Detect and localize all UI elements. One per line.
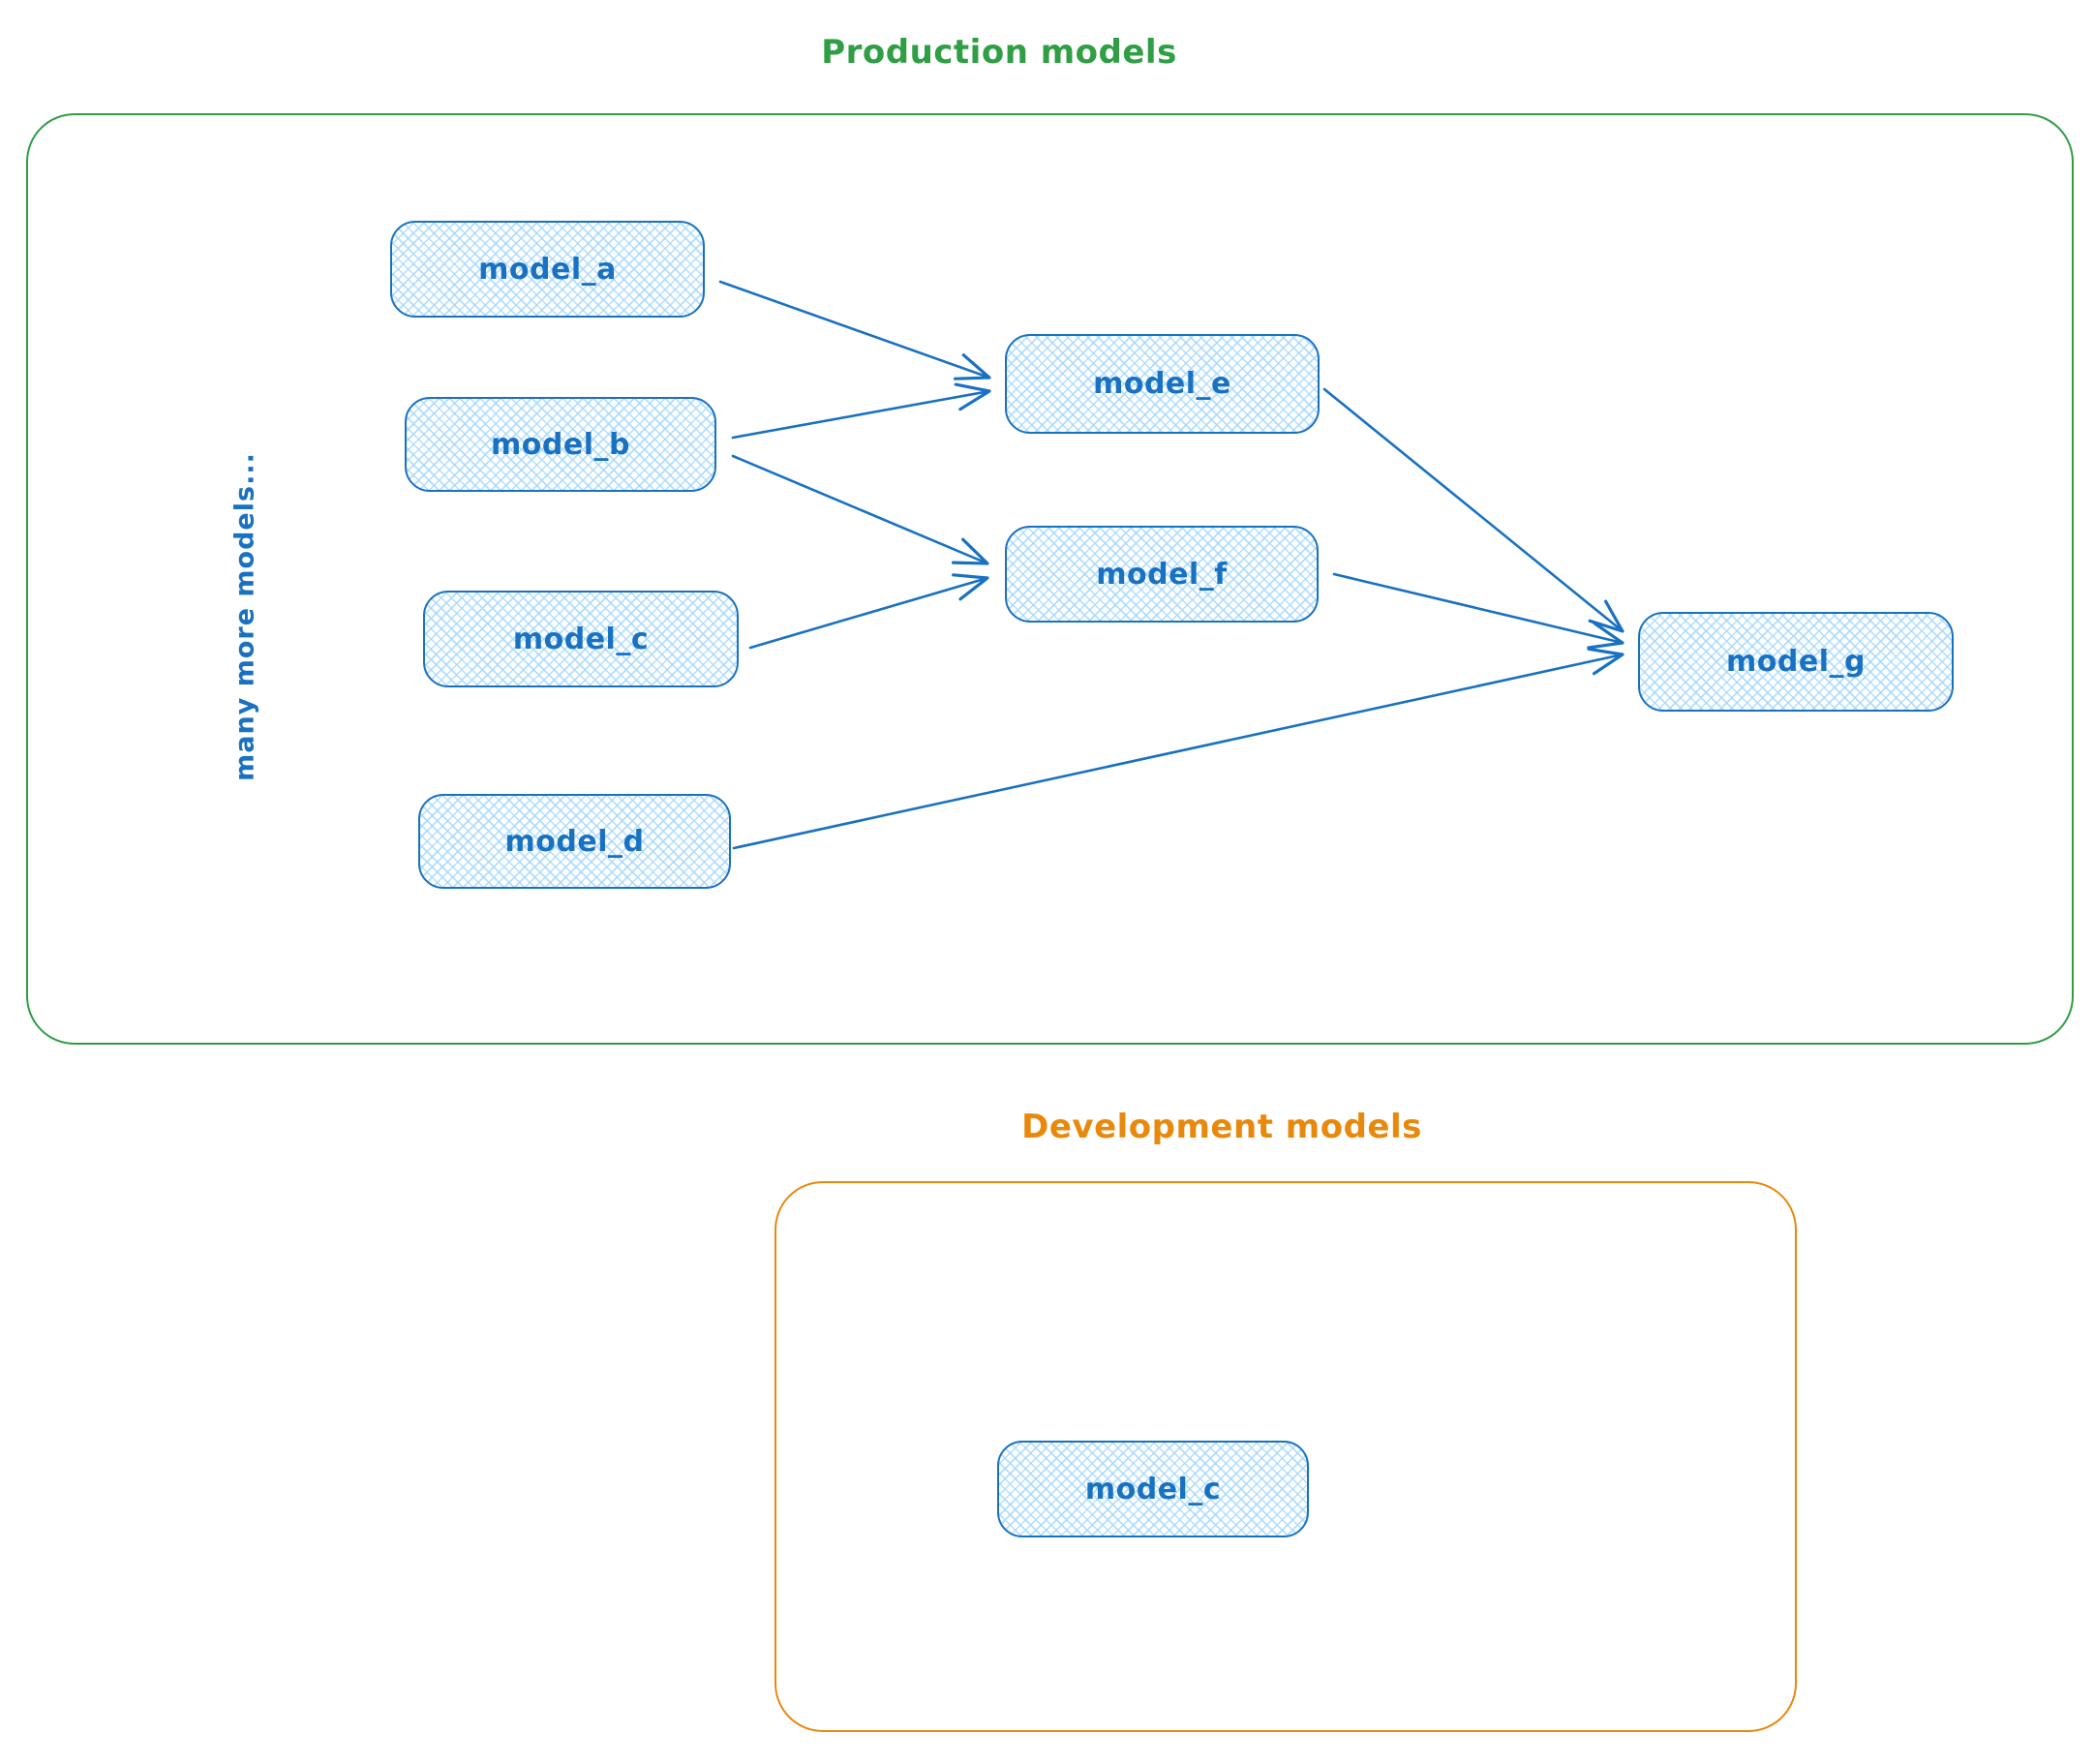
node-model-a-label: model_a: [478, 252, 617, 287]
node-model-b: model_b: [405, 397, 716, 492]
development-group-frame: [774, 1181, 1797, 1732]
node-model-d-label: model_d: [504, 824, 645, 859]
node-model-b-label: model_b: [491, 427, 630, 462]
node-model-d: model_d: [418, 794, 731, 889]
node-model-c-development-label: model_c: [1084, 1472, 1222, 1506]
production-group-title: Production models: [821, 33, 1177, 72]
node-model-a: model_a: [390, 221, 705, 318]
development-group-title: Development models: [1021, 1108, 1422, 1146]
node-model-c-development: model_c: [997, 1441, 1309, 1537]
node-model-f-label: model_f: [1096, 557, 1228, 592]
node-model-g: model_g: [1638, 612, 1954, 712]
node-model-c-label: model_c: [512, 622, 650, 656]
many-more-models-label: many more models...: [229, 452, 260, 781]
node-model-c: model_c: [423, 591, 739, 687]
node-model-e-label: model_e: [1093, 367, 1231, 401]
node-model-f: model_f: [1005, 526, 1319, 623]
node-model-g-label: model_g: [1726, 645, 1866, 679]
production-group-frame: [26, 113, 2074, 1045]
node-model-e: model_e: [1005, 334, 1320, 434]
